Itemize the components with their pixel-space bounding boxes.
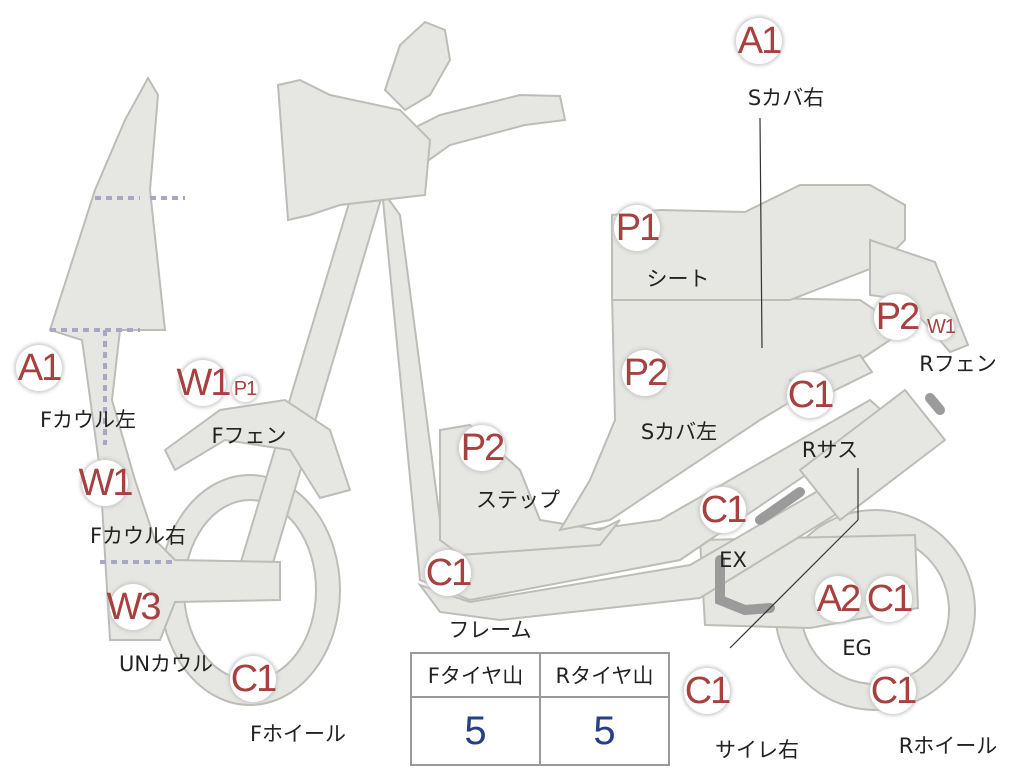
badge-w1-ffender: W1	[177, 360, 232, 406]
badge-a1-fcowl-l: A1	[16, 345, 62, 391]
headlight-shape	[276, 78, 432, 222]
badge-w1-fcowl-r: W1	[79, 460, 134, 506]
muffler-shape	[798, 388, 947, 522]
badge-p1-seat: P1	[614, 205, 660, 251]
label-frame: フレーム	[448, 618, 532, 642]
exhaust-pipe-shape	[715, 487, 805, 616]
leader-line-scover-r	[759, 117, 763, 349]
seat-shape	[611, 184, 906, 301]
badge-p2-rfender: P2	[874, 294, 920, 340]
label-scover-l: Sカバ左	[640, 420, 718, 444]
label-fcowl-r: Fカウル右	[89, 524, 187, 548]
label-sile-r: サイレ右	[715, 738, 799, 762]
tire-tread-table: Fタイヤ山 Rタイヤ山 5 5	[410, 652, 670, 766]
badge-c1-ex: C1	[700, 487, 747, 533]
label-scover-r: Sカバ右	[747, 86, 825, 110]
tire-table-value-row: 5 5	[410, 696, 670, 766]
badge-p2-scover-l: P2	[622, 350, 668, 396]
badge-c1-frame: C1	[425, 550, 472, 596]
label-step: ステップ	[476, 488, 560, 512]
label-ex: EX	[719, 548, 747, 572]
label-rfender: Rフェン	[919, 352, 997, 376]
label-ffender: Fフェン	[211, 424, 287, 448]
badge-a2-eg: A2	[815, 576, 861, 622]
badge-c1-sile: C1	[684, 668, 731, 714]
badge-a1-scover-r: A1	[736, 18, 782, 64]
badge-w1-rfender: W1	[927, 314, 956, 340]
front-fender-shape	[163, 398, 352, 500]
badge-w3-uncowl: W3	[107, 584, 162, 630]
handlebar-shape	[408, 93, 567, 172]
label-rsus: Rサス	[801, 438, 859, 462]
badge-p2-step: P2	[459, 425, 505, 471]
tire-table-header-row: Fタイヤ山 Rタイヤ山	[410, 652, 670, 698]
label-fcowl-l: Fカウル左	[39, 408, 137, 432]
tire-header-front: Fタイヤ山	[410, 652, 541, 698]
badge-c1-fwheel: C1	[230, 656, 277, 702]
label-eg: EG	[842, 636, 872, 660]
tire-value-front: 5	[410, 696, 541, 766]
label-uncowl: UNカウル	[118, 652, 214, 676]
badge-c1-rsus: C1	[787, 372, 834, 418]
badge-c1-rwheel: C1	[870, 668, 917, 714]
tire-header-rear: Rタイヤ山	[539, 652, 670, 698]
tire-value-rear: 5	[539, 696, 670, 766]
label-rwheel: Rホイール	[898, 734, 998, 758]
label-seat: シート	[646, 267, 710, 291]
mirror-shape	[383, 20, 452, 112]
badge-p1-ffender: P1	[232, 376, 258, 402]
label-fwheel: Fホイール	[249, 722, 347, 746]
leader-line-sile	[729, 519, 859, 649]
front-wheel-shape	[158, 474, 342, 706]
badge-c1-eg: C1	[866, 576, 913, 622]
